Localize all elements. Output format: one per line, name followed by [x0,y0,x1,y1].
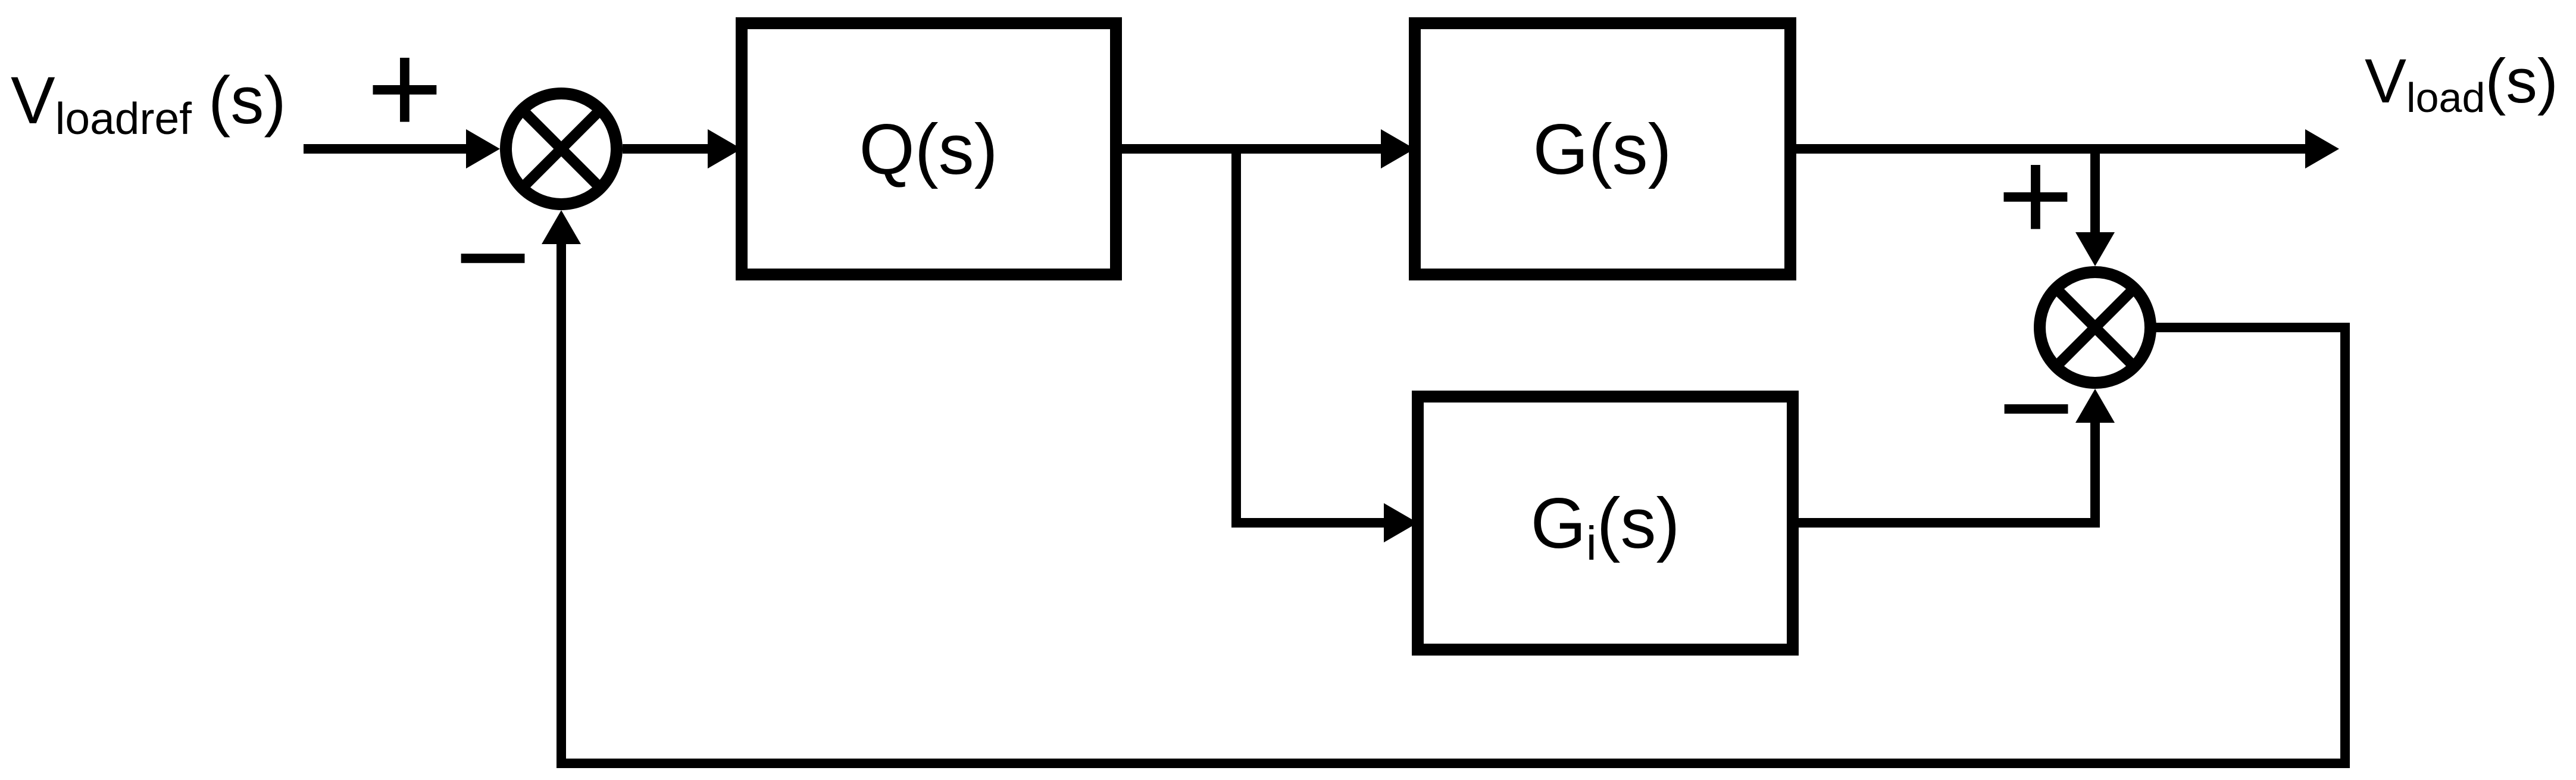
input-signal-label: Vloadref (s) [11,63,286,143]
junction1-plus-sign: + [367,15,443,161]
arrowhead-into-g-block [1381,129,1415,169]
arrowhead-into-junction1 [466,129,500,169]
gi-to-junction2-wire [1793,420,2100,528]
gi-label-base: G [1530,483,1586,563]
summing-junction-1-cross-icon [518,105,605,192]
q-block-label: Q(s) [859,110,998,189]
input-label-base: V [11,63,55,138]
arrowhead-output [2305,129,2339,169]
summing-junction-2: + − [1997,122,2156,481]
branch-to-gi-wire [1231,144,1387,528]
g-block-label: G(s) [1533,110,1671,189]
arrowhead-into-junction2-top [2075,232,2115,266]
gi-label-subscript: i [1586,517,1597,570]
input-label-suffix: (s) [208,63,286,138]
arrowhead-into-gi-block [1384,503,1418,542]
output-label-subscript: load [2406,74,2485,121]
input-label-subscript: loadref [55,93,192,143]
gi-block [1412,391,1799,656]
summing-junction-2-cross-icon [2052,284,2139,371]
arrowhead-into-junction1-bottom [542,210,581,244]
feedback-wire [557,241,2350,768]
arrowhead-into-junction2-bottom [2075,389,2115,423]
arrowhead-into-q-block [708,129,742,169]
junction2-plus-sign: + [1997,122,2074,269]
junction2-minus-sign: − [1998,334,2074,481]
summing-junction-1: + − [367,15,623,330]
output-label-suffix: (s) [2485,46,2558,116]
output-label-base: V [2365,46,2406,116]
q-block [736,17,1122,280]
output-signal-label: Vload(s) [2365,46,2558,121]
gi-block-label: Gi(s) [1530,483,1680,570]
g-block [1409,17,1796,280]
junction1-minus-sign: − [455,183,531,330]
gi-label-suffix: (s) [1597,483,1680,563]
